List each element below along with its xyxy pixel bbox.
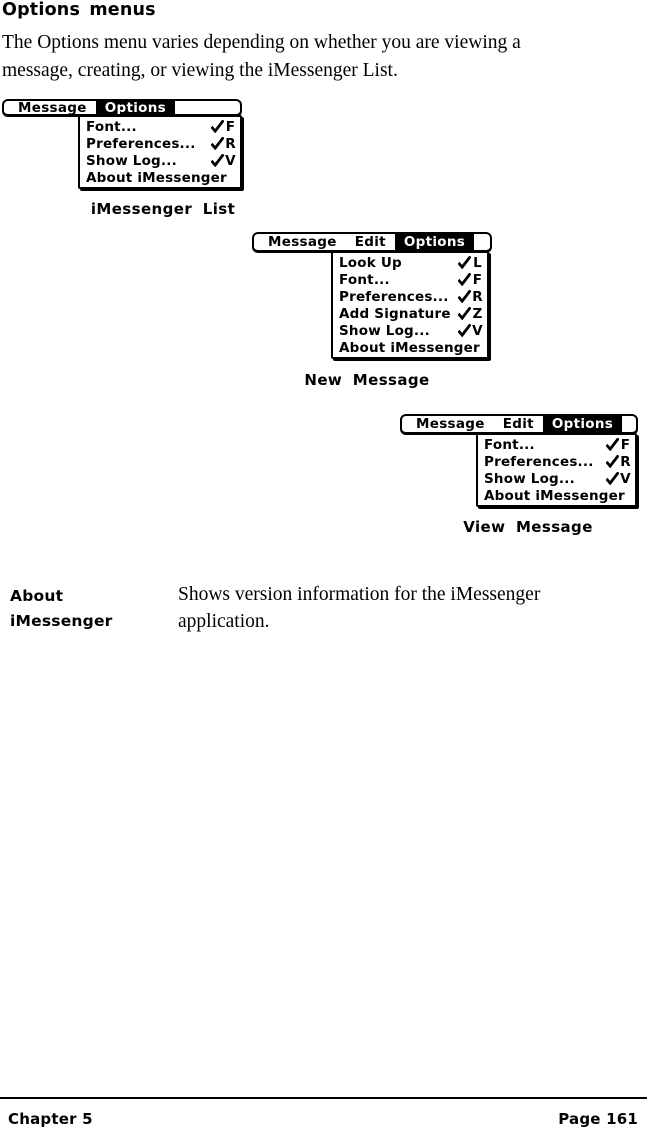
menu-bar-item-message[interactable]: Message [268,234,337,250]
menu-item-show-log[interactable]: Show Log... V [80,152,240,169]
shortcut-letter: V [620,470,631,487]
command-stroke-icon [458,273,471,286]
menu-item-font[interactable]: Font... F [80,118,240,135]
menu-item-about-imessenger[interactable]: About iMessenger [80,169,240,186]
menu-item-preferences[interactable]: Preferences... R [80,135,240,152]
menu-item-about-imessenger[interactable]: About iMessenger [478,487,635,504]
figure-caption-imessenger-list: iMessenger List [90,200,236,218]
menu-shortcut: F [211,119,236,135]
menu-item-label: Font... [484,436,535,453]
command-stroke-icon [211,154,224,167]
command-stroke-icon [458,290,471,303]
command-stroke-icon [606,472,619,485]
shortcut-letter: F [225,118,236,135]
menu-figure-new-message: Message Edit Options Look Up L Font... F [252,232,492,359]
intro-line-1: The Options menu varies depending on whe… [2,32,521,53]
menu-shortcut: Z [458,306,483,322]
shortcut-letter: F [472,271,483,288]
shortcut-letter: Z [472,305,483,322]
menu-figure-imessenger-list: Message Options Font... F Preferences...… [2,99,242,189]
menu-item-show-log[interactable]: Show Log... V [478,470,635,487]
menu-shortcut: R [458,289,483,305]
figure-caption-new-message: New Message [304,371,430,389]
command-stroke-icon [211,120,224,133]
figure-caption-view-message: View Message [463,518,593,536]
menu-shortcut: R [606,454,631,470]
command-stroke-icon [211,137,224,150]
menu-item-label: Show Log... [339,322,430,339]
command-stroke-icon [606,455,619,468]
shortcut-letter: F [620,436,631,453]
menu-item-label: About iMessenger [484,487,625,504]
definition-description-line-1: Shows version information for the iMesse… [178,584,541,605]
menu-item-label: Look Up [339,254,402,271]
menu-bar: Message Edit Options [400,414,638,435]
menu-item-show-log[interactable]: Show Log... V [333,322,487,339]
options-dropdown: Font... F Preferences... R Show Log... V [476,433,637,507]
menu-item-label: About iMessenger [86,169,227,186]
menu-bar-item-options[interactable]: Options [542,416,623,432]
menu-shortcut: V [606,471,631,487]
options-dropdown: Font... F Preferences... R Show Log... V [78,115,242,189]
command-stroke-icon [606,438,619,451]
menu-item-about-imessenger[interactable]: About iMessenger [333,339,487,356]
menu-item-label: Font... [86,118,137,135]
menu-item-label: Preferences... [484,453,594,470]
menu-bar-item-options[interactable]: Options [394,234,475,250]
menu-item-font[interactable]: Font... F [478,436,635,453]
shortcut-letter: L [473,254,482,271]
shortcut-letter: R [620,453,631,470]
menu-shortcut: F [458,272,483,288]
menu-shortcut: L [458,255,483,271]
menu-shortcut: V [458,323,483,339]
intro-paragraph: The Options menu varies depending on whe… [2,29,521,85]
options-dropdown: Look Up L Font... F Preferences... R [331,251,489,359]
menu-item-add-signature[interactable]: Add Signature Z [333,305,487,322]
definition-term-line-2: iMessenger [10,612,113,630]
menu-item-label: Show Log... [86,152,177,169]
menu-item-preferences[interactable]: Preferences... R [478,453,635,470]
intro-line-2: message, creating, or viewing the iMesse… [2,60,398,81]
shortcut-letter: R [472,288,483,305]
definition-term: About iMessenger [10,584,113,634]
menu-bar-item-edit[interactable]: Edit [502,416,534,432]
footer-page-number: Page 161 [558,1110,638,1128]
menu-item-label: Preferences... [86,135,196,152]
command-stroke-icon [458,307,471,320]
menu-bar: Message Edit Options [252,232,492,253]
command-stroke-icon [458,256,471,269]
menu-bar-item-options[interactable]: Options [95,101,175,114]
command-stroke-icon [458,324,471,337]
menu-item-label: Add Signature [339,305,451,322]
definition-term-line-1: About [10,587,64,605]
menu-item-preferences[interactable]: Preferences... R [333,288,487,305]
definition-description-line-2: application. [178,611,270,632]
shortcut-letter: V [225,152,236,169]
menu-item-font[interactable]: Font... F [333,271,487,288]
menu-item-look-up[interactable]: Look Up L [333,254,487,271]
definition-description: Shows version information for the iMesse… [178,581,540,635]
menu-item-label: Font... [339,271,390,288]
shortcut-letter: V [472,322,483,339]
menu-shortcut: V [211,153,236,169]
footer-chapter: Chapter 5 [8,1110,93,1128]
footer-divider [0,1097,647,1099]
menu-shortcut: R [211,136,236,152]
menu-bar-item-edit[interactable]: Edit [354,234,386,250]
menu-item-label: Show Log... [484,470,575,487]
menu-item-label: About iMessenger [339,339,480,356]
menu-bar-item-message[interactable]: Message [416,416,485,432]
shortcut-letter: R [225,135,236,152]
menu-shortcut: F [606,437,631,453]
menu-figure-view-message: Message Edit Options Font... F Preferenc… [400,414,638,507]
menu-bar: Message Options [2,99,242,117]
menu-item-label: Preferences... [339,288,449,305]
section-title: Options menus [2,0,156,20]
menu-bar-item-message[interactable]: Message [18,99,87,116]
